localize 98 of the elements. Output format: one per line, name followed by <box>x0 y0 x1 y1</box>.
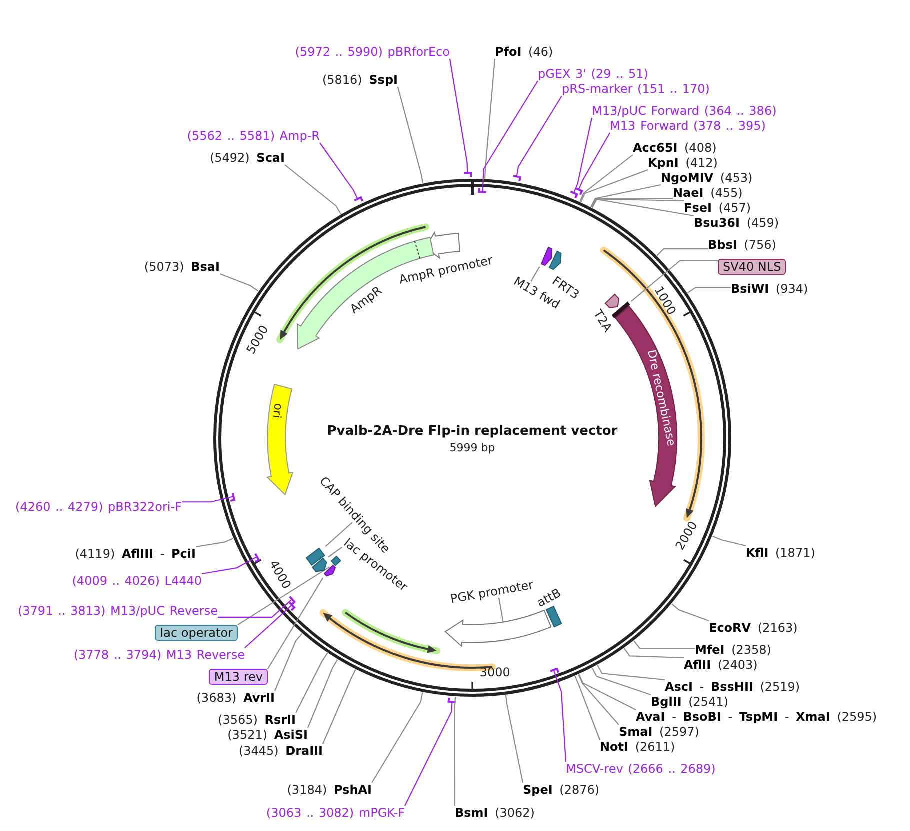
restriction-site-label: (3445) DraIII <box>238 744 323 758</box>
restriction-site-label: Bsu36I (459) <box>694 216 780 230</box>
leader-line <box>578 674 620 726</box>
leader-line <box>580 169 648 202</box>
restriction-site-label: SmaI (2597) <box>619 725 700 739</box>
leader-line <box>325 522 353 548</box>
feature-label: PGK promoter <box>449 578 535 606</box>
restriction-site-label: NgoMIV (453) <box>661 171 753 185</box>
leader-line <box>274 633 303 692</box>
primer-label: (3063 .. 3082) mPGK-F <box>266 806 405 820</box>
leader-line <box>592 198 694 217</box>
restriction-site-label: (3683) AvrII <box>196 691 275 705</box>
primer-label: (3791 .. 3813) M13/pUC Reverse <box>18 604 218 618</box>
primer-label: pGEX 3' (29 .. 51) <box>538 67 648 81</box>
leader-line <box>296 653 328 714</box>
feature-tag: lac operator <box>155 625 238 641</box>
leader-line <box>397 86 424 184</box>
leader-line <box>372 692 424 784</box>
leader-line <box>634 640 695 650</box>
leader-line <box>672 604 710 622</box>
restriction-site-label: NaeI (455) <box>673 186 743 200</box>
restriction-site-label: EcoRV (2163) <box>709 621 798 635</box>
leader-line <box>268 578 324 670</box>
leader-line <box>597 665 666 681</box>
leader-line <box>449 58 468 174</box>
restriction-site-label: BsmI (3062) <box>455 806 535 820</box>
restriction-site-label: (5073) BsaI <box>144 260 220 274</box>
leader-line <box>320 142 358 200</box>
restriction-site-label: FseI (457) <box>684 201 752 215</box>
restriction-site-label: AvaI - BsoBI - TspMI - XmaI (2595) <box>636 710 878 724</box>
restriction-site-label: AflII (2403) <box>684 658 758 672</box>
restriction-site-label: KpnI (412) <box>648 156 718 170</box>
restriction-site-label: (3184) PshAI <box>287 783 372 797</box>
primer-label: pRS-marker (151 .. 170) <box>562 82 710 96</box>
leader-line <box>592 198 684 208</box>
leader-line <box>202 556 258 575</box>
restriction-site-label: Acc65I (408) <box>633 141 717 155</box>
leader-line <box>284 164 342 215</box>
restriction-site-label: NotI (2611) <box>600 740 676 754</box>
leader-line <box>238 566 330 626</box>
leader-line <box>553 670 567 762</box>
leader-line <box>196 538 234 548</box>
restriction-site-label: (4119) AflIII - PciI <box>75 547 196 561</box>
leader-line <box>328 546 342 558</box>
leader-line <box>218 599 293 618</box>
leader-line <box>578 132 610 190</box>
restriction-site-label: (3521) AsiSI <box>228 728 308 742</box>
leader-line <box>505 695 524 784</box>
leader-line <box>712 536 746 547</box>
primer-label: (5562 .. 5581) Amp-R <box>187 129 320 143</box>
feature-tag: M13 rev <box>209 669 268 685</box>
restriction-site-label: BglII (2541) <box>651 695 728 709</box>
leader-line <box>530 266 540 282</box>
primer-label: MSCV-rev (2666 .. 2689) <box>566 762 716 776</box>
leader-line <box>244 604 292 648</box>
leader-line <box>631 260 718 302</box>
sequence-length: 5999 bp <box>450 442 496 454</box>
leader-line <box>484 58 496 179</box>
map-title: Pvalb-2A-Dre Flp-in replacement vector <box>327 424 618 440</box>
leader-line <box>516 96 562 177</box>
leader-line <box>308 659 338 728</box>
restriction-site-label: (5492) ScaI <box>210 151 285 165</box>
restriction-site-label: (3565) RsrII <box>218 713 296 727</box>
restriction-site-label: KflI (1871) <box>746 546 816 560</box>
restriction-site-label: SpeI (2876) <box>523 783 600 797</box>
leader-line <box>590 184 662 208</box>
restriction-site-label: (5816) SspI <box>322 73 398 87</box>
leader-line <box>591 198 673 208</box>
restriction-site-label: BsiWI (934) <box>731 282 808 296</box>
leader-line <box>182 496 234 503</box>
feature-label: attB <box>534 586 564 610</box>
leader-line <box>404 702 453 806</box>
leader-line <box>578 674 636 710</box>
tick-label: 3000 <box>480 666 510 680</box>
leader-line <box>454 696 456 806</box>
primer-label: M13 Forward (378 .. 395) <box>610 119 766 133</box>
leader-line <box>592 668 652 696</box>
restriction-site-label: BbsI (756) <box>708 238 776 252</box>
leader-line <box>574 676 601 740</box>
restriction-site-label: MfeI (2358) <box>695 643 772 657</box>
leader-line <box>220 273 259 292</box>
leader-line <box>624 648 684 659</box>
leader-line <box>482 80 538 192</box>
feature-label: ori <box>270 402 286 420</box>
leader-line <box>322 670 356 744</box>
primer-label: (4009 .. 4026) L4440 <box>72 574 202 588</box>
primer-label: (3778 .. 3794) M13 Reverse <box>74 648 245 662</box>
restriction-site-label: PfoI (46) <box>495 45 554 59</box>
leader-line <box>498 598 504 623</box>
leader-line <box>580 154 634 202</box>
feature-tag: SV40 NLS <box>718 259 786 275</box>
leader-line <box>656 248 708 256</box>
restriction-site-label: AscI - BssHII (2519) <box>665 680 800 694</box>
primer-label: M13/pUC Forward (364 .. 386) <box>592 104 777 118</box>
leader-line <box>687 287 731 294</box>
leader-line <box>573 118 593 194</box>
primer-label: (5972 .. 5990) pBRforEco <box>295 45 450 59</box>
primer-label: (4260 .. 4279) pBR322ori-F <box>16 500 182 514</box>
